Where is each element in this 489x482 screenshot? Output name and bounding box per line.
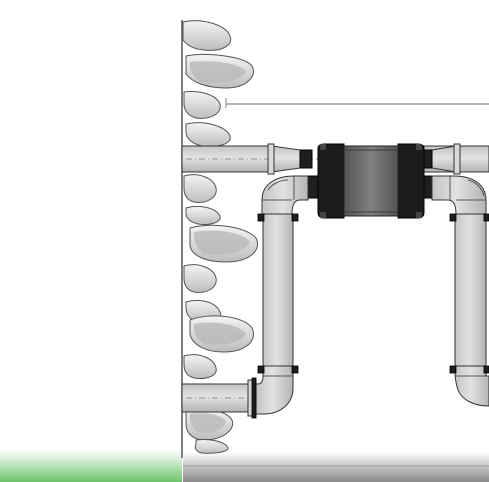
wall-duct-lower-icon — [181, 379, 257, 417]
pipe-clamp-icon — [251, 213, 489, 419]
outdoor-ground-icon — [0, 450, 182, 482]
left-vertical-duct-icon — [255, 175, 323, 415]
duct-elbow-icon — [267, 179, 485, 197]
heat-recovery-unit-icon — [317, 143, 425, 219]
stone-wall-icon — [181, 20, 258, 458]
left-reducer-icon — [267, 143, 313, 175]
indoor-floor-icon — [183, 452, 489, 482]
